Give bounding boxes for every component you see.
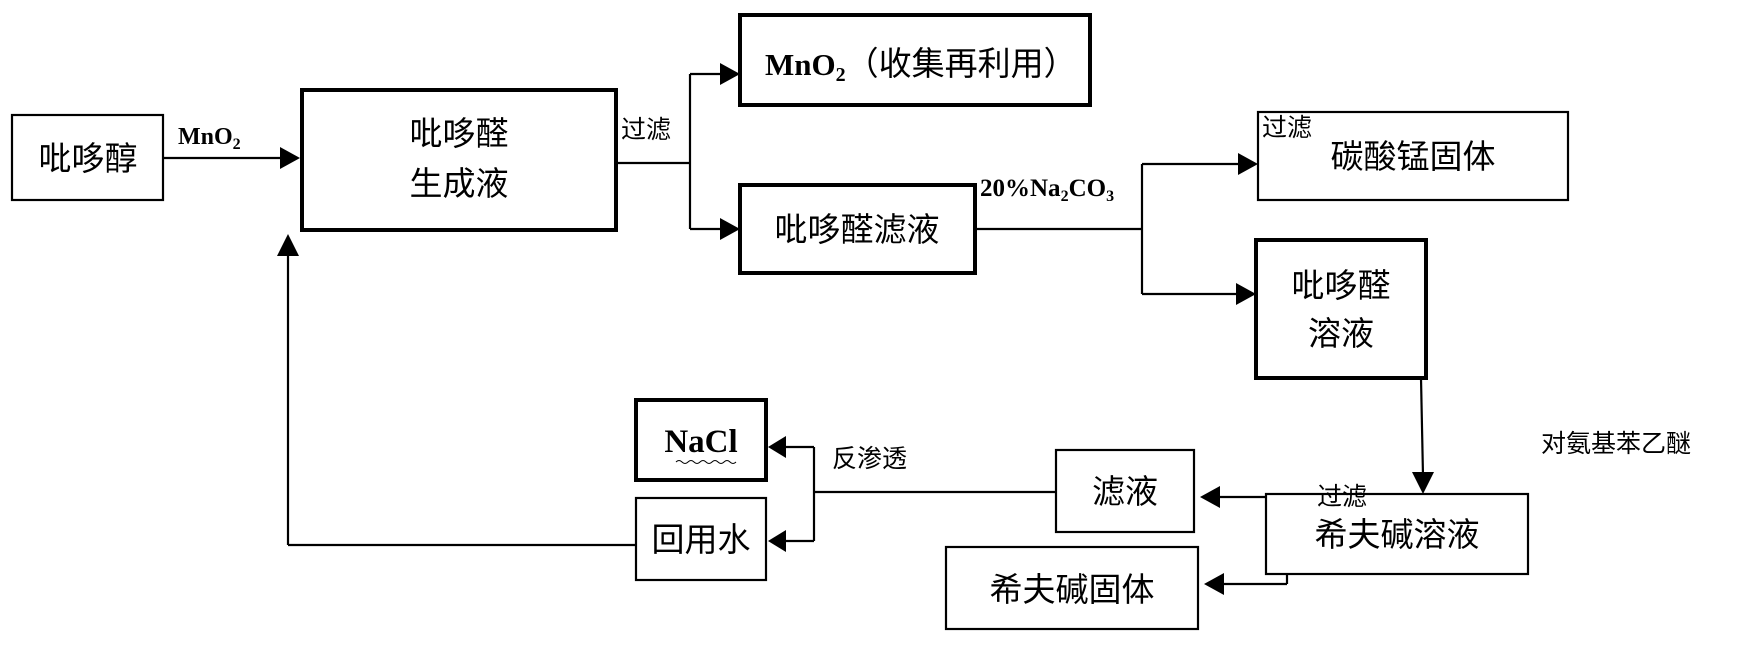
node-schiff-solid-label: 希夫碱固体: [990, 570, 1155, 609]
node-nacl-label: NaCl: [664, 424, 737, 460]
node-pyridoxal-solution: [1254, 238, 1428, 380]
arrowhead-right: [1236, 283, 1256, 305]
node-schiff-base-solid: [944, 545, 1200, 631]
edge-label-filter-1: 过滤: [621, 115, 671, 144]
edge-label-mno2: MnO2: [178, 124, 241, 153]
edge-label-na2co3: 20%Na2CO3: [980, 175, 1114, 205]
node-pyridoxal-reaction-liquid: [300, 88, 618, 232]
edge-label-filter-3: 过滤: [1317, 482, 1367, 511]
node-nacl: [634, 398, 768, 482]
arrowhead-right: [720, 63, 740, 85]
spellcheck-underline: [675, 460, 737, 464]
edge-label-reverse-osmosis: 反渗透: [832, 444, 907, 473]
arrowhead-left: [768, 530, 786, 552]
node-filtrate-label: 吡哆醛滤液: [775, 210, 940, 249]
node-reaction-label-line1: 吡哆醛: [410, 114, 509, 153]
arrowhead-left: [768, 436, 786, 458]
edge-label-p-phenetidine: 对氨基苯乙醚: [1541, 429, 1691, 458]
node-pyridoxol: [10, 113, 165, 202]
node-filtrate: [1054, 448, 1196, 534]
node-schiff-base-solution: [1264, 492, 1530, 576]
node-reaction-label-line2: 生成液: [410, 164, 509, 203]
arrowhead-right: [1238, 153, 1258, 175]
arrowhead-left: [1204, 573, 1224, 595]
edge-to-schiff-solution: [1419, 377, 1425, 477]
arrowhead-right: [280, 147, 300, 169]
arrowhead-left: [1200, 486, 1220, 508]
edge-label-filter-2: 过滤: [1262, 113, 1312, 142]
node-schiff-solution-label: 希夫碱溶液: [1315, 515, 1480, 554]
node-pyridoxol-label: 吡哆醇: [39, 139, 138, 178]
node-mno2-recycle: [738, 13, 1092, 107]
arrowhead-up: [277, 234, 299, 256]
arrowhead-right: [720, 218, 740, 240]
node-pyridoxal-solution-line1: 吡哆醛: [1292, 266, 1391, 305]
arrowhead-down: [1412, 472, 1434, 494]
node-recycled-water: [634, 496, 768, 582]
node-water-label: 回用水: [652, 520, 751, 559]
node-manganese-carbonate: [1256, 110, 1570, 202]
node-pyridoxal-filtrate: [738, 183, 977, 275]
node-filtrate-2-label: 滤液: [1092, 472, 1158, 511]
node-pyridoxal-solution-line2: 溶液: [1308, 314, 1374, 353]
node-mno2-label: MnO2（收集再利用）: [765, 44, 1077, 86]
node-mnco3-label: 碳酸锰固体: [1331, 137, 1496, 176]
